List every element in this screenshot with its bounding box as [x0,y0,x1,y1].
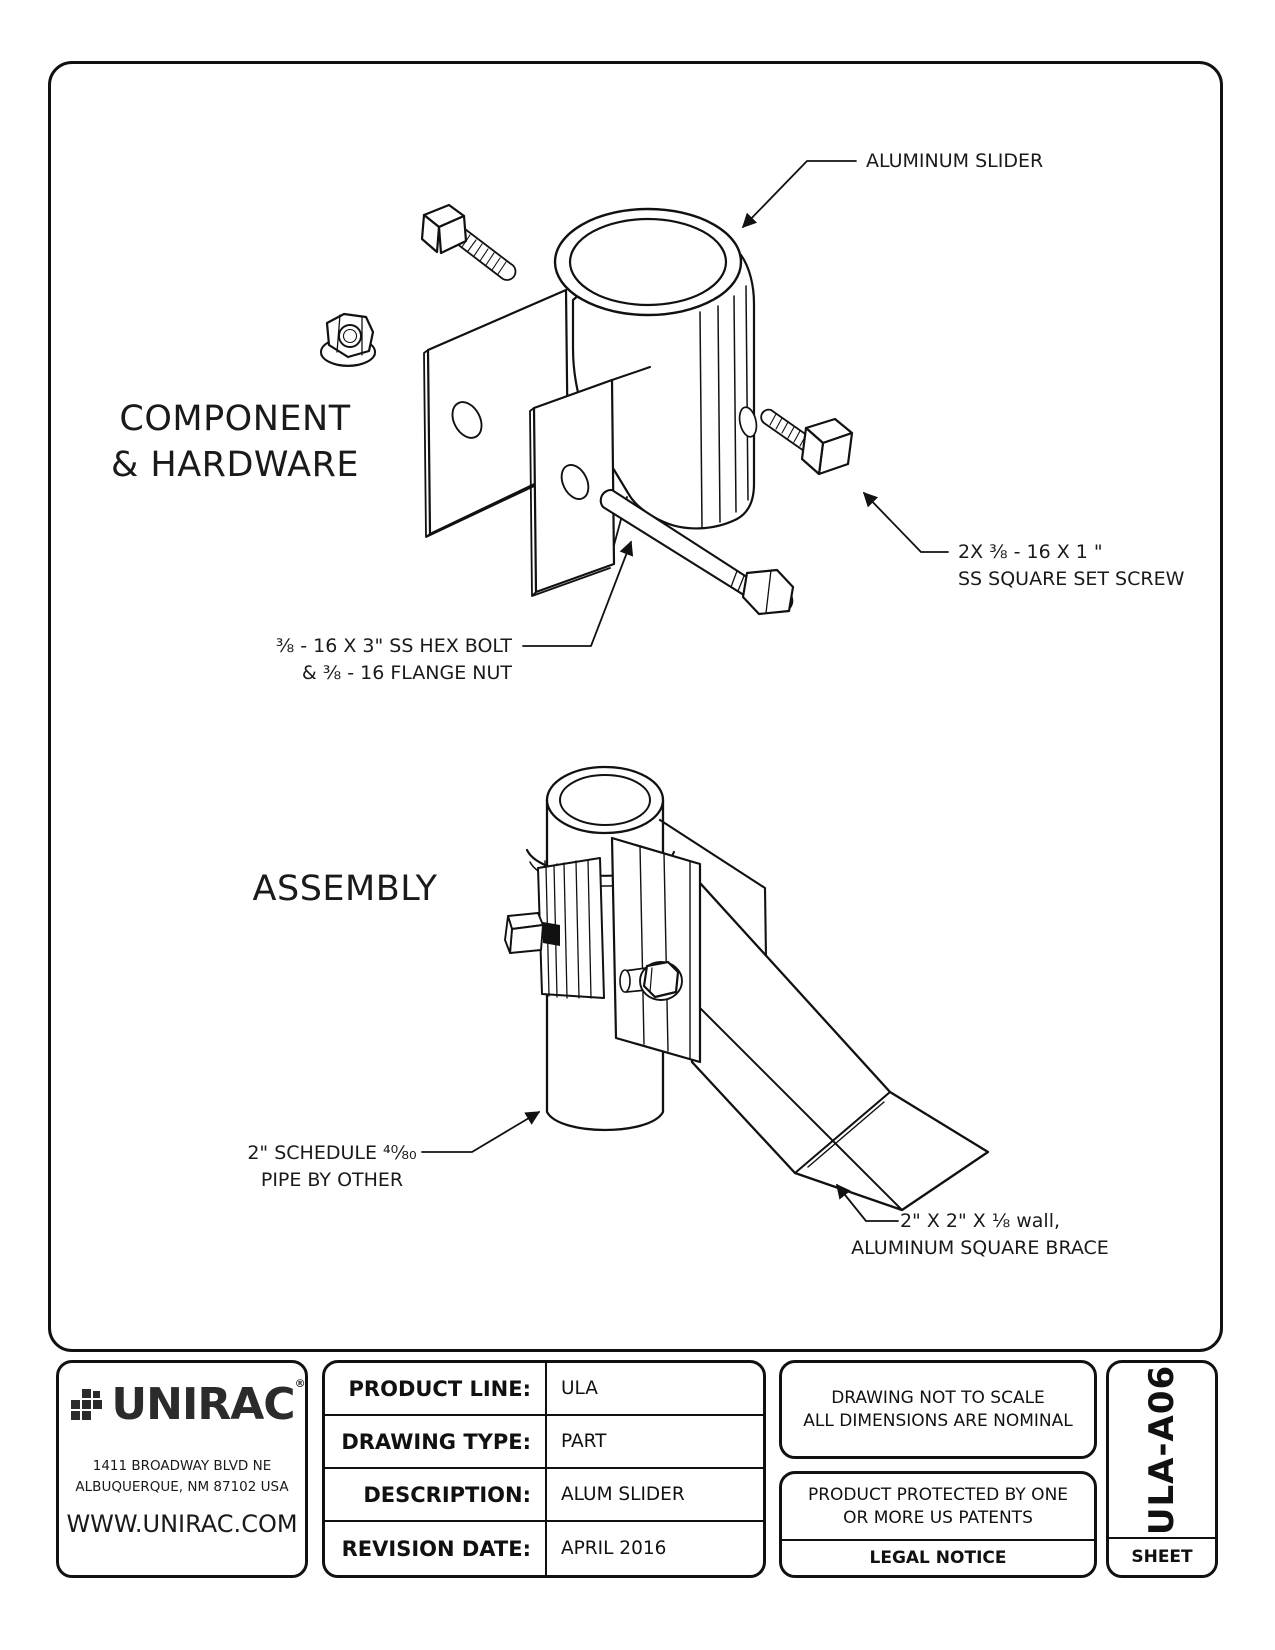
company-website: WWW.UNIRAC.COM [66,1510,298,1538]
revision-date-label: REVISION DATE: [341,1536,531,1561]
callout-set-screw: 2X ⅜ - 16 X 1 " SS SQUARE SET SCREW [958,541,1185,590]
sheet-code-zone: ULA-A06 [1109,1363,1215,1539]
logo-wordmark: UNIRAC® [111,1377,305,1430]
drawing-type-label: DRAWING TYPE: [341,1429,531,1454]
product-line-value: ULA [545,1363,763,1414]
patent-notice: PRODUCT PROTECTED BY ONE OR MORE US PATE… [779,1471,1097,1578]
sheet-code: ULA-A06 [1142,1364,1183,1536]
callout-hex-bolt: ⅜ - 16 X 3" SS HEX BOLT & ⅜ - 16 FLANGE … [275,635,512,684]
company-address: 1411 BROADWAY BLVD NE ALBUQUERQUE, NM 87… [75,1458,289,1495]
scale-notice: DRAWING NOT TO SCALE ALL DIMENSIONS ARE … [779,1360,1097,1459]
description-label: DESCRIPTION: [363,1482,531,1507]
assembly-section-title: ASSEMBLY [252,869,438,909]
unirac-grid-icon [71,1388,103,1420]
legal-notice-link[interactable]: LEGAL NOTICE [869,1548,1007,1568]
sheet-block: ULA-A06 SHEET [1106,1360,1218,1578]
title-block-table: PRODUCT LINE: ULA DRAWING TYPE: PART DES… [322,1360,766,1578]
component-section-title: COMPONENT & HARDWARE [110,399,360,485]
drawing-frame [48,61,1223,1352]
table-row: DRAWING TYPE: PART [325,1416,763,1469]
unirac-logo: UNIRAC® [59,1377,306,1430]
callout-square-brace: 2" X 2" X ⅛ wall, ALUMINUM SQUARE BRACE [851,1210,1109,1259]
callout-aluminum-slider: ALUMINUM SLIDER [866,150,1044,172]
revision-date-value: APRIL 2016 [545,1522,763,1575]
callout-pipe: 2" SCHEDULE ⁴⁰⁄₈₀ PIPE BY OTHER [247,1142,417,1191]
table-row: REVISION DATE: APRIL 2016 [325,1522,763,1575]
patent-text: PRODUCT PROTECTED BY ONE OR MORE US PATE… [782,1474,1094,1541]
description-value: ALUM SLIDER [545,1469,763,1520]
table-row: PRODUCT LINE: ULA [325,1363,763,1416]
product-line-label: PRODUCT LINE: [348,1376,531,1401]
table-row: DESCRIPTION: ALUM SLIDER [325,1469,763,1522]
company-block: UNIRAC® 1411 BROADWAY BLVD NE ALBUQUERQU… [56,1360,308,1578]
sheet-label: SHEET [1131,1547,1193,1567]
registered-mark: ® [294,1377,306,1390]
drawing-type-value: PART [545,1416,763,1467]
